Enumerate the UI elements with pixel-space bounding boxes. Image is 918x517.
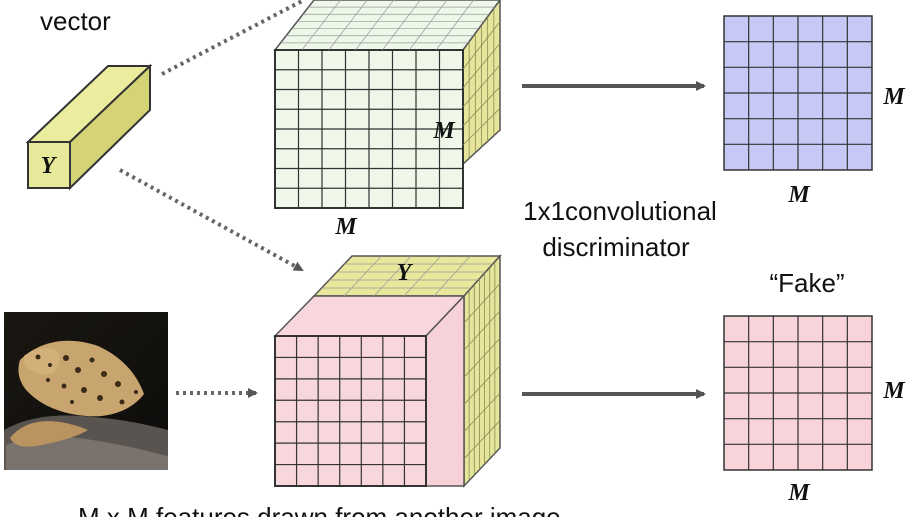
top-cube-top-grid-line-b — [382, 0, 421, 51]
bottom-cube-side-grid-line-b — [463, 338, 501, 378]
leopard-image — [4, 312, 168, 470]
bottom-output-side-label: M — [882, 378, 906, 404]
bottom-cube-side-grid-line-b — [463, 310, 501, 351]
top-cube-top-grid-line-b — [301, 0, 341, 51]
top-cube-side-grid-line-b — [462, 108, 501, 146]
bottom-cube-top-grid-line-b — [433, 255, 471, 297]
bottom-feature-cube: Y — [273, 254, 502, 488]
vector-label: vector — [40, 6, 111, 36]
top-output-side-label: M — [882, 84, 906, 110]
caption: M x M features drawn from another image — [78, 502, 561, 517]
y-vector-prism: Y — [25, 63, 153, 191]
bottom-output-bottom-label: M — [787, 480, 811, 506]
bottom-cube-side-grid-line-b — [463, 283, 501, 324]
top-cube-top-grid-line-b — [435, 0, 474, 51]
top-output-grid: M M — [723, 15, 906, 208]
top-cube-top-grid-line-b — [328, 0, 368, 51]
y-vector-label: Y — [41, 153, 58, 179]
bottom-cube-side-grid-line-b — [463, 365, 501, 405]
top-output-bottom-label: M — [787, 182, 811, 208]
bottom-cube-side-grid-line-b — [463, 420, 501, 460]
method-label-line1: 1x1convolutional — [523, 196, 717, 226]
method-label-line2: discriminator — [542, 232, 690, 262]
bottom-cube-side-grid-line-b — [463, 392, 501, 432]
top-feature-cube: M M — [273, 0, 501, 240]
bottom-cube-y-label: Y — [397, 260, 414, 286]
bottom-output-grid: M M — [723, 315, 906, 506]
top-cube-side-label: M — [432, 118, 456, 144]
top-cube-top-grid-line-b — [355, 0, 394, 51]
bottom-cube-top-grid-line-b — [403, 255, 442, 297]
fake-label: “Fake” — [769, 268, 844, 298]
bottom-cube-top-grid-line-b — [373, 255, 412, 297]
bottom-cube-top-grid-line-b — [343, 255, 382, 297]
vector-to-top-cube-arrow — [161, 0, 305, 76]
top-cube-bottom-label: M — [334, 214, 358, 240]
top-cube-top-grid-line-b — [409, 0, 448, 51]
